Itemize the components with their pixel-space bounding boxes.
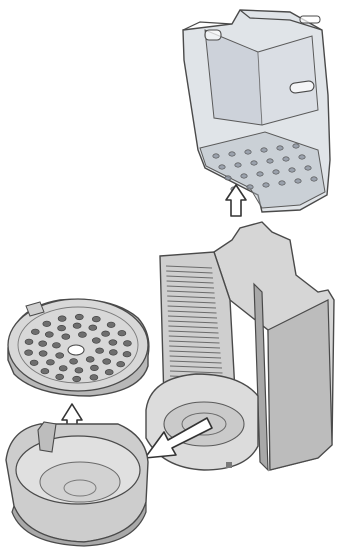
container-hole — [241, 174, 247, 178]
grid-hole — [92, 338, 100, 344]
grid-hole — [41, 368, 49, 374]
grid-hole — [109, 340, 117, 346]
container-hole — [279, 181, 285, 185]
drip-tray-container — [183, 10, 330, 212]
grid-hole — [109, 350, 117, 356]
grid-hole — [58, 325, 66, 331]
grid-hole — [90, 375, 98, 381]
grid-hole — [73, 323, 81, 329]
grid-hole — [56, 374, 64, 380]
grid-hole — [39, 351, 47, 357]
container-hole — [267, 159, 273, 163]
grid-hole — [107, 322, 115, 328]
grid-hole — [75, 314, 83, 320]
grid-hole — [105, 369, 113, 375]
container-hole — [229, 152, 235, 156]
container-hole — [225, 176, 231, 180]
container-handle-slot — [205, 30, 221, 40]
grid-hole — [103, 359, 111, 365]
grid-hole — [59, 366, 67, 372]
container-hole — [305, 166, 311, 170]
grid-hole — [25, 339, 33, 345]
grid-hole — [39, 341, 47, 347]
container-hole — [245, 150, 251, 154]
drip-tray-base — [146, 222, 334, 470]
container-hole — [251, 161, 257, 165]
grid-hole — [123, 341, 131, 347]
grid-hole — [43, 321, 51, 327]
grid-hole — [90, 365, 98, 371]
grid-hole — [58, 316, 66, 322]
grid-hole — [56, 353, 64, 359]
grid-hole — [102, 331, 110, 337]
container-hole — [263, 183, 269, 187]
container-hole — [293, 144, 299, 148]
grid-hole — [45, 332, 53, 338]
container-hole — [299, 155, 305, 159]
grid-hole — [118, 330, 126, 336]
drip-grid — [8, 299, 149, 396]
grid-hole — [31, 329, 39, 335]
grid-hole — [62, 334, 70, 340]
grid-hole — [89, 325, 97, 331]
container-hole — [235, 163, 241, 167]
grid-hole — [75, 368, 83, 374]
container-hole — [311, 177, 317, 181]
container-hole — [277, 146, 283, 150]
container-hole — [257, 172, 263, 176]
container-hole — [219, 165, 225, 169]
grid-hole — [96, 348, 104, 354]
grid-hole — [78, 332, 86, 338]
grid-center-hole — [68, 345, 84, 355]
grid-hole — [30, 360, 38, 366]
container-hole — [247, 185, 253, 189]
grid-hole — [117, 361, 125, 367]
grid-hole — [25, 350, 33, 356]
grid-hole — [92, 316, 100, 322]
grid-hole — [46, 360, 54, 366]
drip-cup — [6, 422, 148, 546]
grid-hole — [52, 343, 60, 349]
arrow-lift-container — [226, 185, 246, 216]
grid-hole — [123, 351, 131, 357]
grid-hole — [86, 357, 94, 363]
container-hole — [261, 148, 267, 152]
container-hole — [283, 157, 289, 161]
container-hole — [213, 154, 219, 158]
grid-hole — [70, 359, 78, 365]
container-hole — [289, 168, 295, 172]
container-hole — [295, 179, 301, 183]
grid-hole — [73, 376, 81, 382]
container-hole — [273, 170, 279, 174]
